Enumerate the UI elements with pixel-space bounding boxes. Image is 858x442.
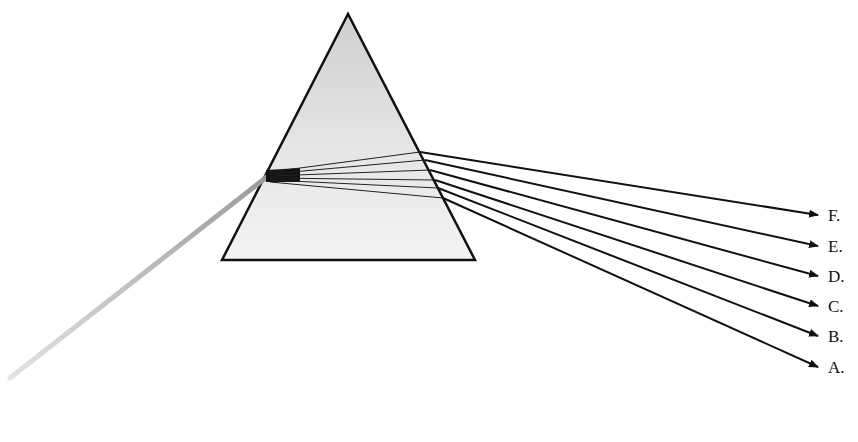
- dispersed-rays: [420, 152, 818, 367]
- ray-label: F.: [828, 207, 840, 224]
- ray-label: A.: [828, 359, 845, 376]
- ray-label: D.: [828, 268, 845, 285]
- internal-rays: [270, 152, 443, 198]
- prism: [222, 14, 475, 260]
- ray-label: E.: [828, 238, 843, 255]
- incident-beam: [10, 176, 268, 378]
- ray-label: B.: [828, 328, 844, 345]
- ray-label: C.: [828, 298, 844, 315]
